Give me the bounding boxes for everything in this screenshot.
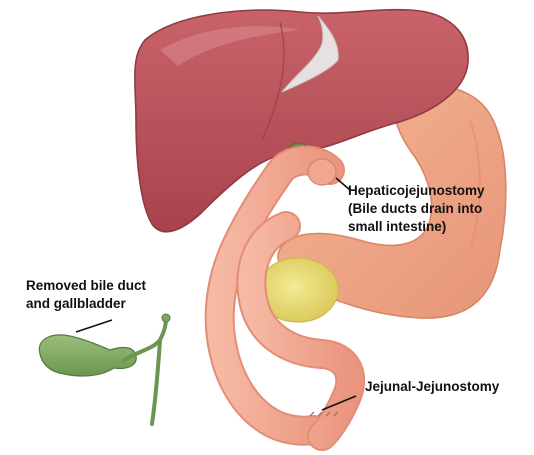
removed-gallbladder [39,335,136,376]
hepaticojejunostomy-label-line1: Hepaticojejunostomy [348,182,485,200]
removed-label-line1: Removed bile duct [26,277,146,295]
jejunal-label-line1: Jejunal-Jejunostomy [365,378,499,396]
hepaticojejunostomy-label-line3: small intestine) [348,218,485,236]
hepaticojejunostomy-site [308,159,336,185]
callout-line-removed [76,320,112,332]
hepaticojejunostomy-label: Hepaticojejunostomy (Bile ducts drain in… [348,182,485,236]
removed-duct-end [162,314,170,322]
removed-bile-duct-label: Removed bile duct and gallbladder [26,277,146,313]
hepaticojejunostomy-label-line2: (Bile ducts drain into [348,200,485,218]
removed-label-line2: and gallbladder [26,295,146,313]
removed-bile-duct [124,318,166,424]
jejunal-jejunostomy-label: Jejunal-Jejunostomy [365,378,499,396]
